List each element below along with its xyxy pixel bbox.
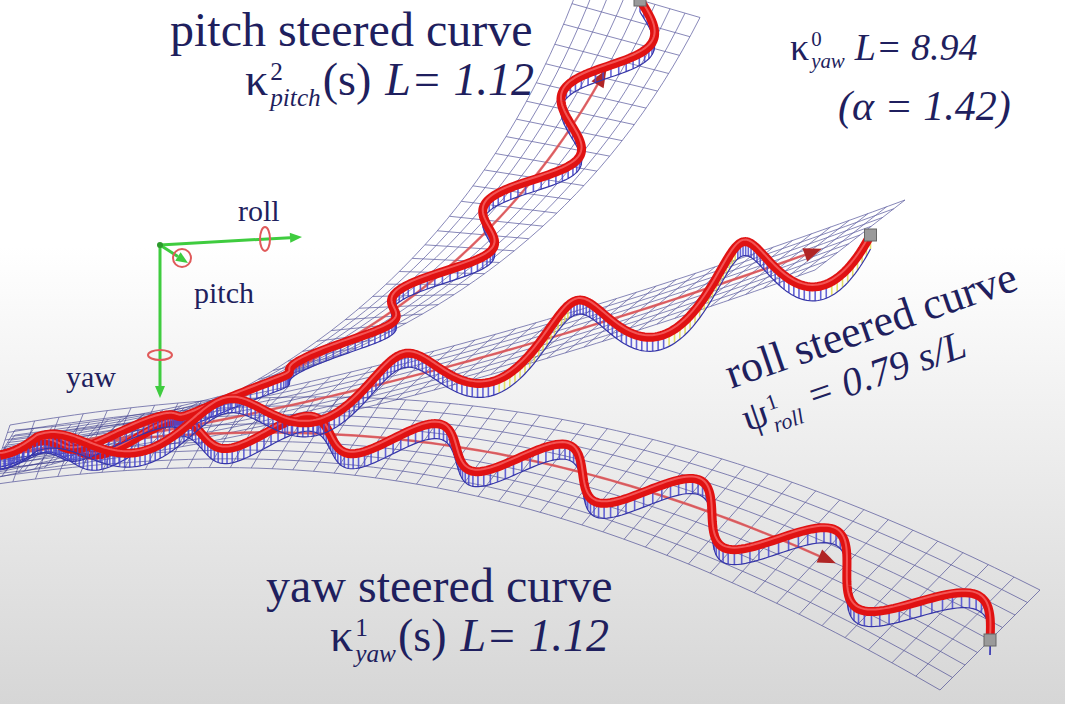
ribbon-wall xyxy=(0,0,655,467)
grid-line xyxy=(0,468,940,690)
label-text: L= 8.94 xyxy=(855,26,978,68)
label-text: yaw steered curve xyxy=(266,559,612,612)
label-group: roll xyxy=(238,194,280,229)
subscript: yaw xyxy=(811,51,845,73)
label-text: (s) xyxy=(398,610,447,661)
grid-line xyxy=(15,200,905,435)
surface-grid xyxy=(0,397,1040,690)
yaw-axis-head xyxy=(155,386,165,398)
label-text: yaw xyxy=(66,360,116,393)
pitch-axis-head xyxy=(175,252,188,263)
label-text: κ xyxy=(790,26,809,68)
label-text: κ xyxy=(330,610,353,661)
rotation-arc xyxy=(173,249,191,267)
subscript: yaw xyxy=(355,640,396,667)
label-text: L= 1.12 xyxy=(460,610,609,661)
ribbon-highlight xyxy=(0,233,870,453)
index-stack: 1yaw xyxy=(355,614,396,667)
label-group: κ1yaw(s) L= 1.12 xyxy=(330,610,609,667)
index-stack: 2pitch xyxy=(270,58,321,111)
grid-line xyxy=(892,565,988,663)
grid-line xyxy=(8,9,671,443)
label-text: roll xyxy=(238,194,280,227)
label-text: L= 1.12 xyxy=(385,54,534,105)
label-group: yaw steered curve xyxy=(266,558,612,613)
label-group: yaw xyxy=(66,360,116,395)
grid-line xyxy=(572,4,690,37)
grid-line xyxy=(0,459,953,678)
grid-line xyxy=(15,18,700,431)
grid-line xyxy=(0,450,965,665)
label-text: κ xyxy=(245,54,268,105)
label-text: pitch steered curve xyxy=(170,3,532,56)
label-group: κ0yaw L= 8.94 xyxy=(790,26,978,73)
rotation-arc xyxy=(148,350,172,360)
label-text: pitch xyxy=(194,276,254,309)
grid-line xyxy=(0,0,640,455)
triad-origin xyxy=(157,242,163,248)
roll-axis-head xyxy=(290,233,302,243)
ribbon-end xyxy=(864,229,876,241)
superscript: 2 xyxy=(270,58,321,85)
rotation-arc xyxy=(260,227,270,251)
label-group: pitch steered curve xyxy=(170,2,532,57)
grid-line xyxy=(11,209,894,440)
grid-line xyxy=(8,218,883,446)
grid-line xyxy=(0,0,625,461)
axis-cone xyxy=(802,248,821,261)
label-text: (α = 1.42) xyxy=(838,83,1011,129)
ribbon-highlight xyxy=(0,0,655,453)
yaw-axis xyxy=(159,245,162,386)
label-group: κ2pitch(s) L= 1.12 xyxy=(245,54,534,111)
ribbon-edge xyxy=(0,12,655,467)
ribbon-top xyxy=(0,0,655,455)
grid-line xyxy=(580,0,700,18)
grid-line xyxy=(781,214,868,283)
label-group: (α = 1.42) xyxy=(838,82,1011,130)
superscript: 0 xyxy=(811,29,845,51)
label-group: pitch xyxy=(194,276,254,311)
ribbon-end xyxy=(634,0,646,6)
axis-cone xyxy=(817,550,836,564)
grid-line xyxy=(845,541,938,637)
superscript: 1 xyxy=(355,614,396,641)
ribbon-end xyxy=(984,634,996,646)
axis-triad xyxy=(148,227,302,398)
curve-axis xyxy=(0,85,598,455)
index-stack: 0yaw xyxy=(811,29,845,73)
grid-line xyxy=(798,207,887,276)
label-text: (s) xyxy=(323,54,372,105)
subscript: pitch xyxy=(270,84,321,111)
grid-line xyxy=(4,226,872,450)
